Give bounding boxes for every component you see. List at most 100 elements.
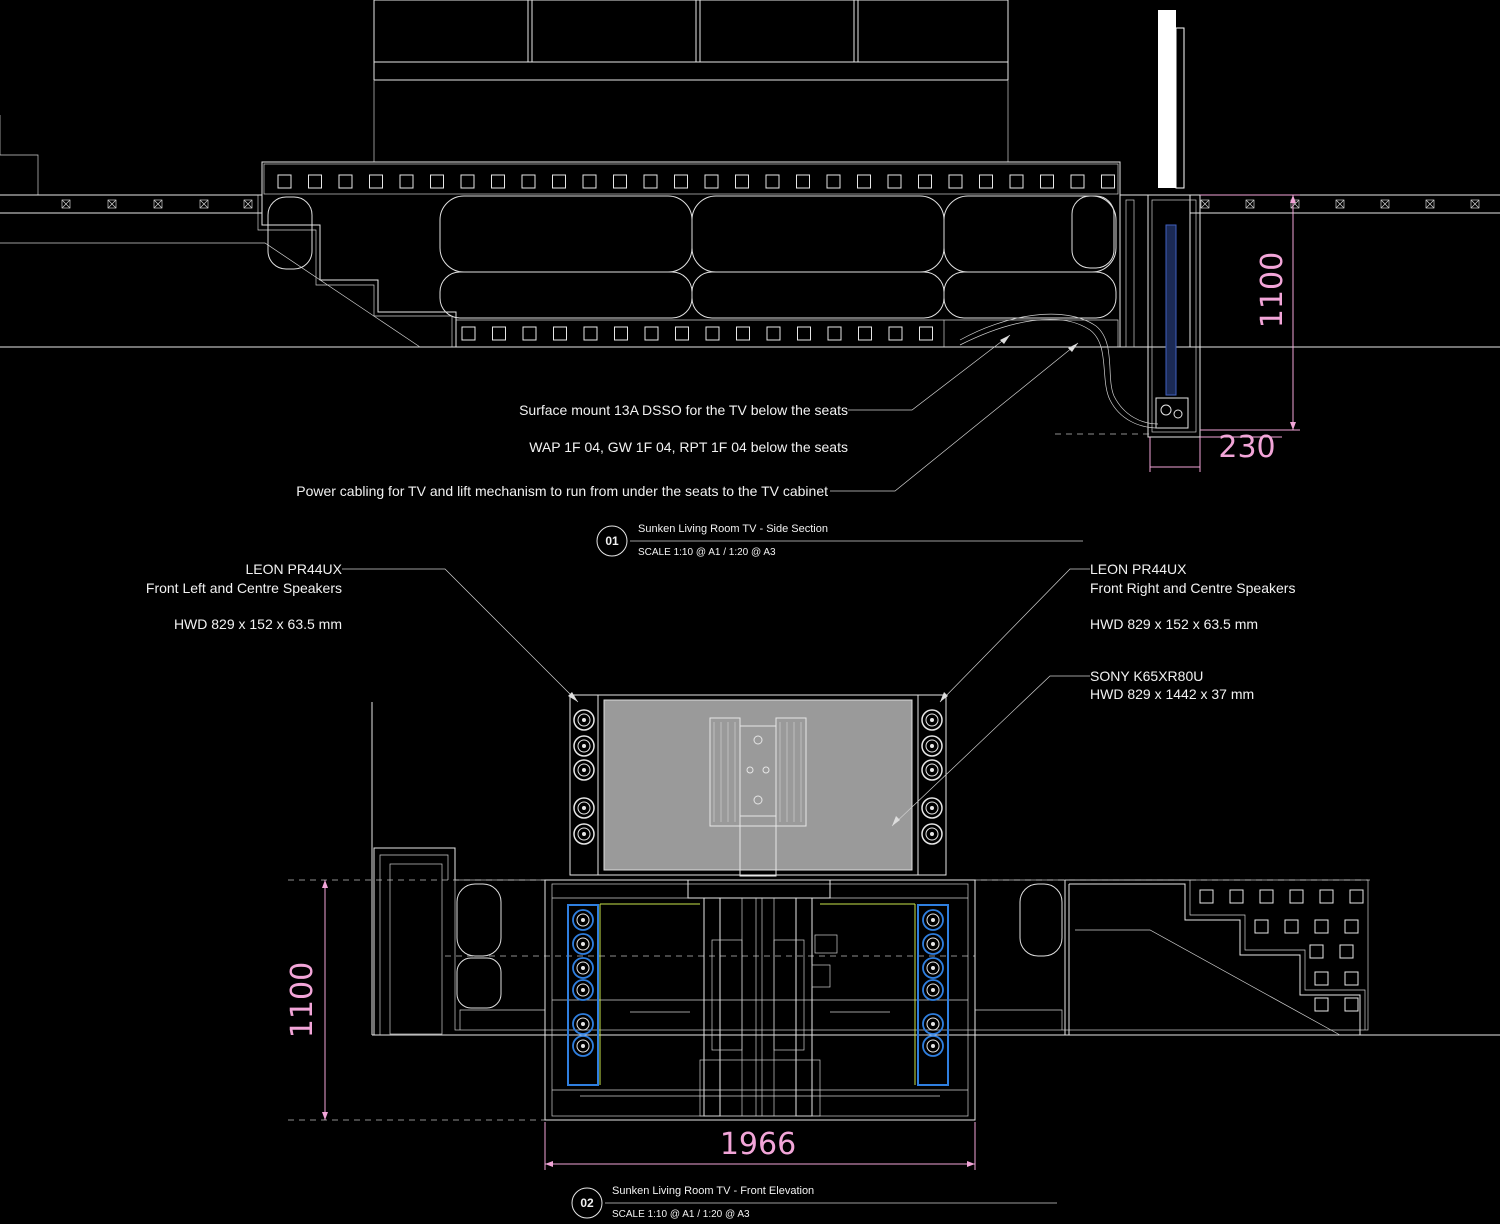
stair-grille-square — [1344, 971, 1359, 986]
sunken-seat — [257, 161, 1121, 347]
dimension-label-1100-top: 1100 — [1255, 252, 1290, 328]
seat-grille-square — [399, 174, 414, 189]
stair-grille-square — [1319, 889, 1334, 904]
seat-grille-square — [491, 174, 505, 189]
speaker-driver — [573, 735, 595, 757]
seat-grille-square — [553, 326, 567, 341]
speaker-driver — [573, 823, 595, 845]
stair-grille-square — [1199, 889, 1214, 904]
width-dimension — [544, 1122, 976, 1170]
seat-grille-square — [887, 174, 902, 189]
cabinet-speaker-driver — [922, 909, 944, 931]
right-stair — [1064, 879, 1366, 1036]
stair-grille-square — [1309, 944, 1324, 959]
seat-grille-square — [277, 174, 292, 189]
slab-fixing-mark — [199, 199, 209, 209]
side-section — [0, 0, 1500, 557]
tv-dims: HWD 829 x 1442 x 37 mm — [1090, 686, 1254, 702]
slab-fixing-mark — [1380, 199, 1390, 209]
slab-fixing-mark — [107, 199, 117, 209]
cabinet-speaker-driver — [922, 979, 944, 1001]
stair-grille-square — [1289, 889, 1304, 904]
seat-grille-square — [675, 326, 689, 341]
slab-fixing-mark — [61, 199, 71, 209]
front-elevation — [288, 568, 1500, 1219]
slab-fixing-mark — [1200, 199, 1210, 209]
window-frames — [373, 0, 1009, 162]
cabinet-speaker-driver — [922, 957, 944, 979]
right-speaker-desc: Front Right and Centre Speakers — [1090, 580, 1295, 596]
stair-grille-square — [1314, 919, 1329, 934]
title-front-elevation: Sunken Living Room TV - Front Elevation — [612, 1185, 814, 1197]
scale-front-elevation: SCALE 1:10 @ A1 / 1:20 @ A3 — [612, 1209, 750, 1220]
tv-cabinet-front — [544, 879, 976, 1121]
speaker-driver — [921, 823, 943, 845]
seat-grille-square — [766, 326, 781, 341]
cabinet-speaker-driver — [572, 933, 594, 955]
speaker-driver — [921, 797, 943, 819]
height-dimension-front — [322, 880, 328, 1120]
seat-grille-square — [826, 174, 841, 189]
scale-side-section: SCALE 1:10 @ A1 / 1:20 @ A3 — [638, 547, 776, 558]
seat-grille-square — [736, 326, 750, 341]
cabinet-speaker-driver — [922, 1035, 944, 1057]
speaker-driver — [573, 797, 595, 819]
seat-grille-square — [460, 174, 475, 189]
seat-grille-square — [583, 326, 598, 341]
stair-grille-square — [1229, 889, 1244, 904]
seat-grille-square — [948, 174, 963, 189]
seat-grille-square — [644, 326, 659, 341]
depth-dimension — [1149, 436, 1282, 472]
cabinet-speaker-driver — [572, 1035, 594, 1057]
dimension-label-230: 230 — [1218, 430, 1275, 465]
seat-grille-square — [979, 174, 993, 189]
seat-grille-square — [1040, 174, 1054, 189]
seat-grille-square — [857, 174, 871, 189]
seat-grille-square — [430, 174, 444, 189]
callout-power-cabling: Power cabling for TV and lift mechanism … — [296, 483, 828, 499]
cabinet-speaker-driver — [572, 957, 594, 979]
right-speaker-model: LEON PR44UX — [1090, 561, 1187, 577]
tv-cabinet-side — [1119, 10, 1201, 438]
seat-grille-square — [613, 174, 627, 189]
seat-grille-square — [614, 326, 628, 341]
speaker-driver — [573, 709, 595, 731]
slab-fixing-mark — [153, 199, 163, 209]
seat-grille-square — [552, 174, 566, 189]
seat-grille-square — [461, 326, 476, 341]
stair-grille-square — [1314, 997, 1329, 1012]
left-speaker-dims: HWD 829 x 152 x 63.5 mm — [174, 616, 342, 632]
seat-grille-square — [521, 174, 536, 189]
seat-grille-square — [674, 174, 688, 189]
speaker-driver — [573, 759, 595, 781]
seat-grille-square — [308, 174, 322, 189]
dimension-label-1966: 1966 — [720, 1127, 796, 1162]
callout-wap: WAP 1F 04, GW 1F 04, RPT 1F 04 below the… — [529, 439, 848, 455]
seat-grille-square — [919, 326, 933, 341]
stair-grille-square — [1344, 997, 1359, 1012]
slab-fixing-mark — [1425, 199, 1435, 209]
seat-grille-square — [827, 326, 842, 341]
speaker-driver — [921, 759, 943, 781]
seat-grille-square — [797, 326, 811, 341]
seat-grille-square — [765, 174, 780, 189]
left-speaker-desc: Front Left and Centre Speakers — [146, 580, 342, 596]
seat-grille-square — [492, 326, 506, 341]
slab-fixing-mark — [1335, 199, 1345, 209]
cabinet-speaker-driver — [572, 909, 594, 931]
callout-dsso: Surface mount 13A DSSO for the TV below … — [519, 402, 848, 418]
cabinet-speaker-driver — [922, 1013, 944, 1035]
height-dimension-top — [1200, 194, 1300, 431]
right-speaker-dims: HWD 829 x 152 x 63.5 mm — [1090, 616, 1258, 632]
seat-grille-square — [858, 326, 872, 341]
cabinet-speaker-driver — [922, 933, 944, 955]
title-side-section: Sunken Living Room TV - Side Section — [638, 523, 828, 535]
seat-grille-square — [888, 326, 903, 341]
stair-grille-square — [1349, 889, 1364, 904]
slab-fixing-mark — [1470, 199, 1480, 209]
seat-grille-square — [522, 326, 537, 341]
seat-grille-square — [1070, 174, 1085, 189]
cabinet-speaker-driver — [572, 979, 594, 1001]
